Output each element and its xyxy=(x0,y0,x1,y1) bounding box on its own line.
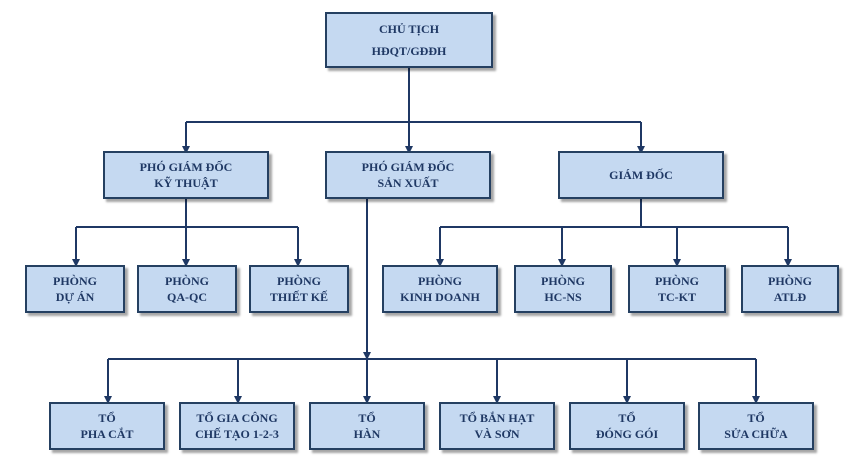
node-dept-design-subtitle: THIẾT KẾ xyxy=(269,290,329,304)
node-dept-design: PHÒNG THIẾT KẾ xyxy=(249,265,349,313)
node-team-cutting-title: TỔ xyxy=(98,411,116,425)
node-dept-safety-subtitle: ATLĐ xyxy=(773,290,807,304)
node-dept-finance-subtitle: TC-KT xyxy=(657,290,696,304)
node-team-welding: TỔ HÀN xyxy=(309,402,425,450)
node-team-cutting: TỔ PHA CẮT xyxy=(49,402,165,450)
node-dept-projects-subtitle: DỰ ÁN xyxy=(55,290,95,304)
node-team-fabrication-subtitle: CHẾ TẠO 1-2-3 xyxy=(195,427,279,441)
node-vp-production: PHÓ GIÁM ĐỐC SẢN XUẤT xyxy=(325,151,491,199)
node-team-welding-title: TỔ xyxy=(358,411,376,425)
node-team-blasting-title: TỔ BẮN HẠT xyxy=(459,411,535,425)
node-team-fabrication: TỔ GIA CÔNG CHẾ TẠO 1-2-3 xyxy=(179,402,295,450)
node-vp-technical-subtitle: KỸ THUẬT xyxy=(154,176,218,190)
node-dept-design-title: PHÒNG xyxy=(277,274,321,288)
node-vp-production-subtitle: SẢN XUẤT xyxy=(377,176,439,190)
node-dept-qa-qc: PHÒNG QA-QC xyxy=(137,265,237,313)
node-dept-qa-qc-subtitle: QA-QC xyxy=(167,290,207,304)
node-team-packing-title: TỔ xyxy=(618,411,636,425)
node-dept-hr-title: PHÒNG xyxy=(541,274,585,288)
node-director: GIÁM ĐỐC xyxy=(558,151,724,199)
node-vp-production-title: PHÓ GIÁM ĐỐC xyxy=(361,160,455,174)
node-director-title: GIÁM ĐỐC xyxy=(609,168,673,182)
node-team-blasting-subtitle: VÀ SƠN xyxy=(474,427,520,441)
node-dept-finance: PHÒNG TC-KT xyxy=(628,265,726,313)
node-dept-sales-title: PHÒNG xyxy=(418,274,462,288)
node-team-packing: TỔ ĐÓNG GÓI xyxy=(569,402,685,450)
node-dept-safety: PHÒNG ATLĐ xyxy=(741,265,839,313)
node-chair-subtitle: HĐQT/GĐĐH xyxy=(371,44,447,58)
node-team-packing-subtitle: ĐÓNG GÓI xyxy=(595,427,659,441)
node-team-blasting: TỔ BẮN HẠT VÀ SƠN xyxy=(439,402,555,450)
node-team-repair-subtitle: SỬA CHỮA xyxy=(724,427,788,441)
node-team-fabrication-title: TỔ GIA CÔNG xyxy=(196,411,278,425)
node-chair-title: CHỦ TỊCH xyxy=(378,22,440,36)
node-dept-sales: PHÒNG KINH DOANH xyxy=(382,265,498,313)
node-chair: CHỦ TỊCH HĐQT/GĐĐH xyxy=(325,12,493,68)
node-dept-safety-title: PHÒNG xyxy=(768,274,812,288)
node-vp-technical: PHÓ GIÁM ĐỐC KỸ THUẬT xyxy=(103,151,269,199)
node-team-welding-subtitle: HÀN xyxy=(353,427,381,441)
node-team-repair: TỔ SỬA CHỮA xyxy=(698,402,814,450)
node-dept-sales-subtitle: KINH DOANH xyxy=(400,290,480,304)
node-team-cutting-subtitle: PHA CẮT xyxy=(80,427,134,441)
node-team-repair-title: TỔ xyxy=(747,411,765,425)
node-dept-finance-title: PHÒNG xyxy=(655,274,699,288)
node-dept-hr-subtitle: HC-NS xyxy=(544,290,582,304)
node-dept-projects: PHÒNG DỰ ÁN xyxy=(25,265,125,313)
node-vp-technical-title: PHÓ GIÁM ĐỐC xyxy=(139,160,233,174)
node-dept-hr: PHÒNG HC-NS xyxy=(514,265,612,313)
node-dept-qa-qc-title: PHÒNG xyxy=(165,274,209,288)
node-dept-projects-title: PHÒNG xyxy=(53,274,97,288)
